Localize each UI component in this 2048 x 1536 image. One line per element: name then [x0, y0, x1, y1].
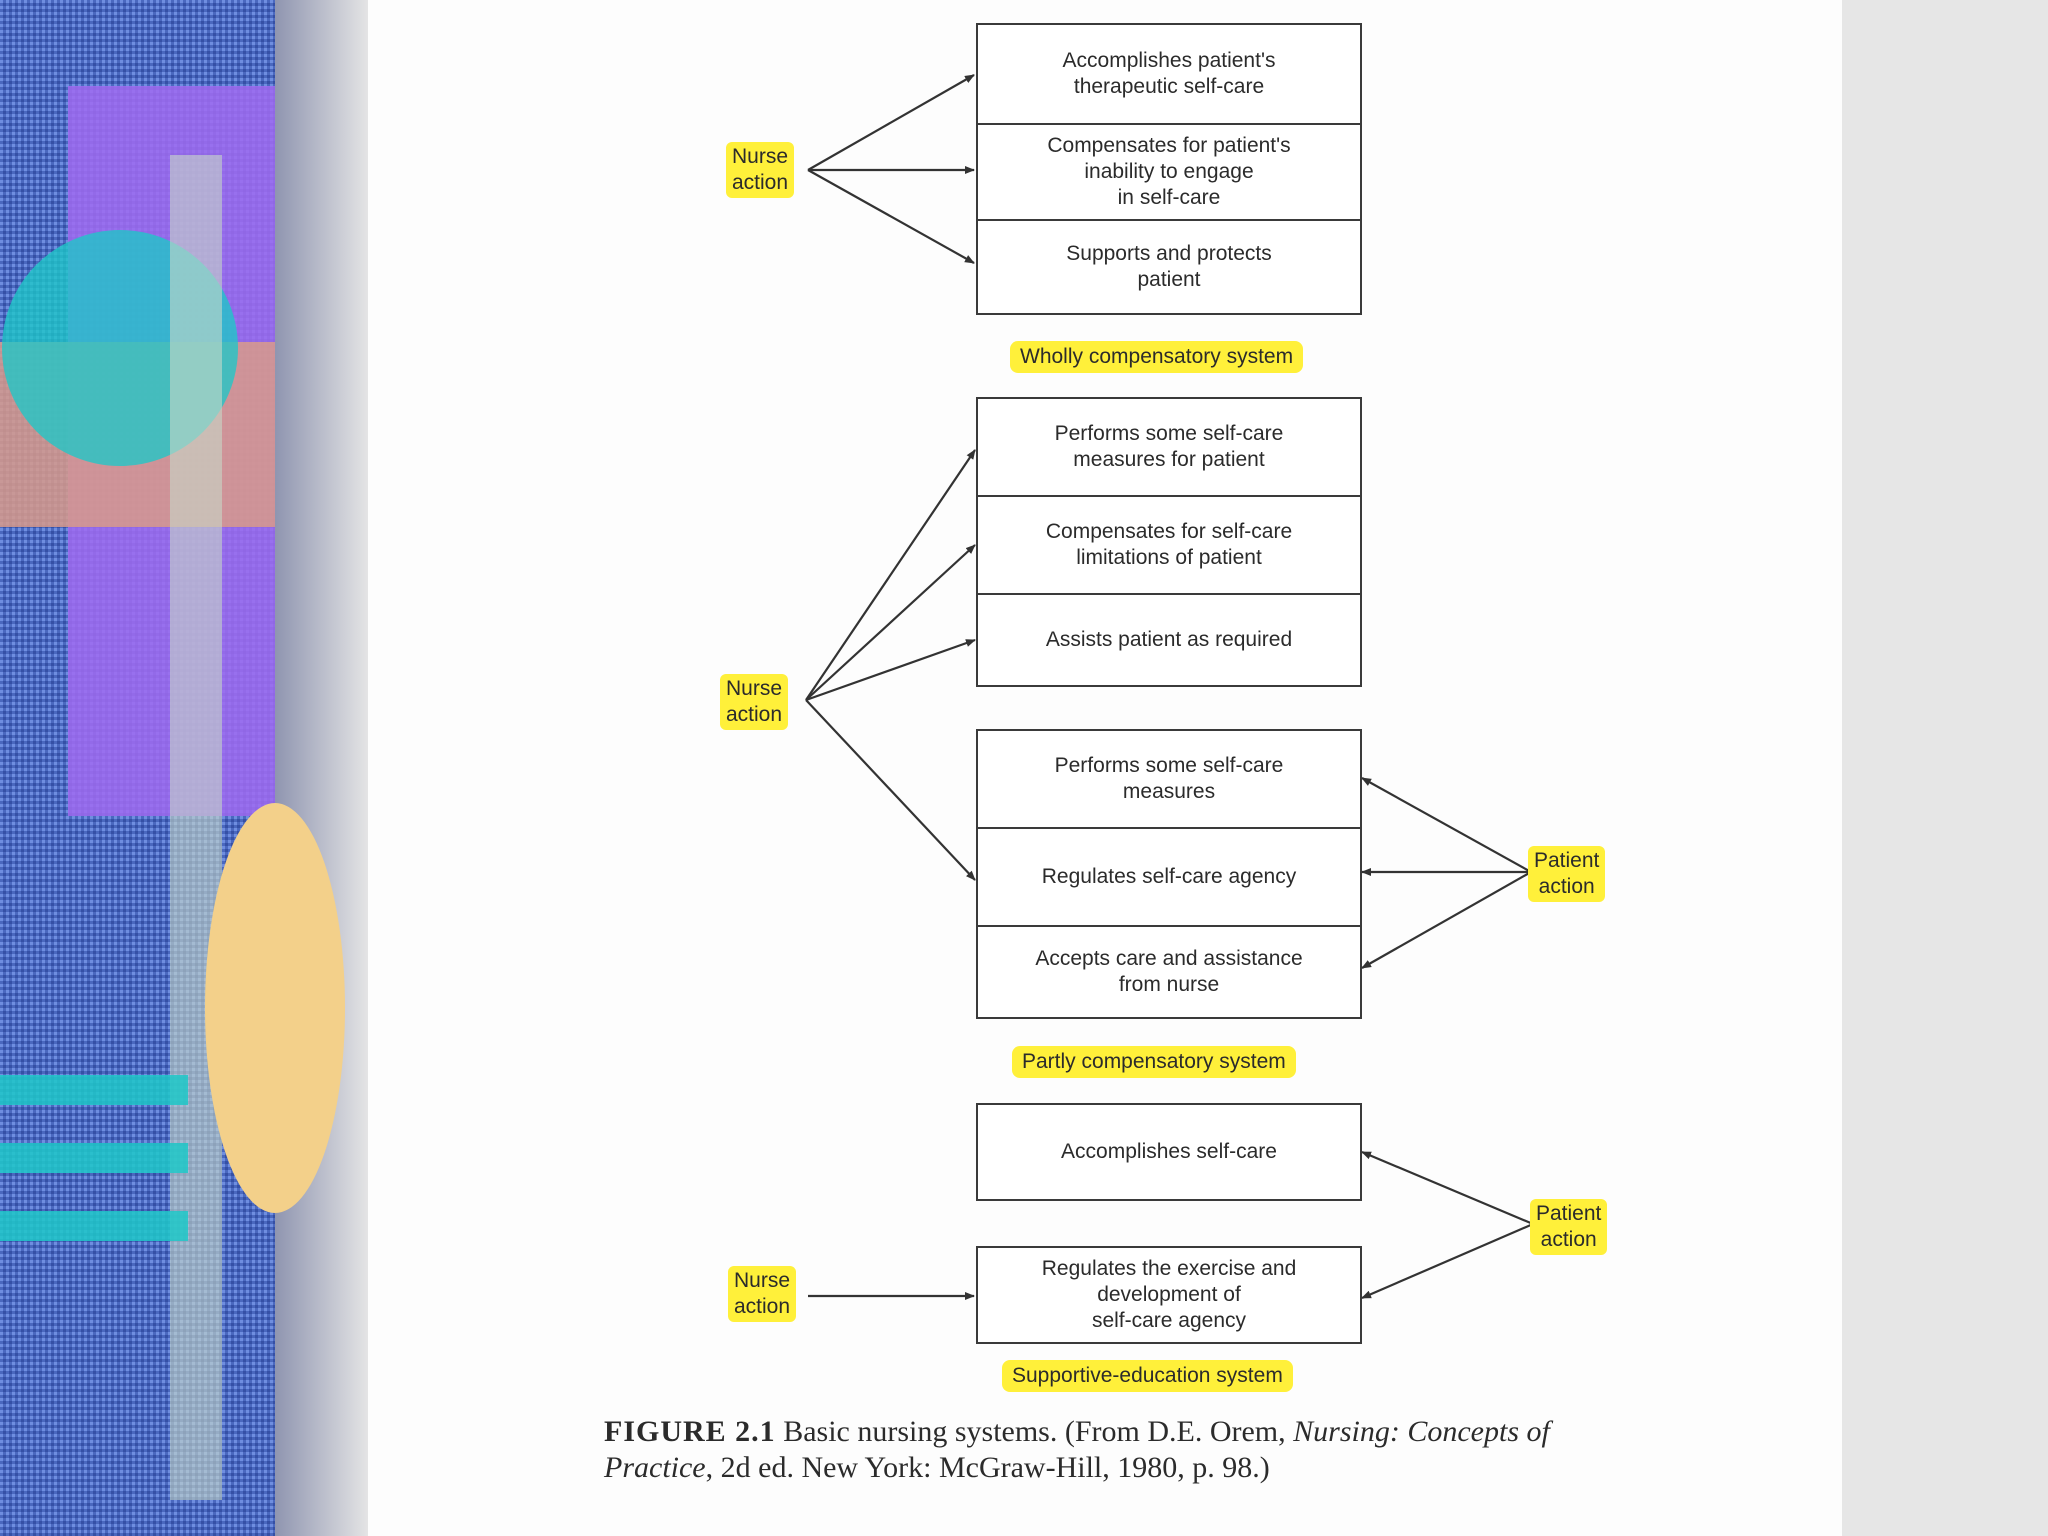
arrow-patient-to-sbox2 — [1361, 1222, 1534, 1300]
partly-patient-boxes: Performs some self-care measures Regulat… — [976, 729, 1362, 1019]
nurse-action-label-supportive: Nurse action — [728, 1266, 797, 1322]
caption-rest: , 2d ed. New York: McGraw-Hill, 1980, p.… — [705, 1451, 1270, 1484]
figure-number: FIGURE 2.1 — [604, 1415, 776, 1448]
arrow-patient-to-sbox1 — [1361, 1150, 1534, 1226]
arrow-layer — [805, 74, 1534, 1300]
arrow-nurse-to-pbox1 — [805, 449, 976, 701]
box-accepts-care: Accepts care and assistance from nurse — [978, 925, 1360, 1017]
supportive-education-label: Supportive-education system — [1002, 1360, 1293, 1392]
partly-compensatory-label: Partly compensatory system — [1012, 1046, 1296, 1078]
box-performs-some-measures: Performs some self-care measures — [1054, 754, 1284, 803]
caption-title-2: Practice — [604, 1451, 706, 1484]
arrow-patient-to-pbox6 — [1361, 871, 1532, 969]
panel-shadow — [275, 0, 370, 1536]
figure-page: Nurse action Accomplishes patient's ther… — [368, 0, 1842, 1536]
teal-bar-1 — [0, 1075, 188, 1105]
box-regulates-exercise: Regulates the exercise and development o… — [1041, 1257, 1297, 1332]
wholly-compensatory-label: Wholly compensatory system — [1010, 341, 1304, 373]
partly-nurse-boxes: Performs some self-care measures for pat… — [976, 397, 1362, 687]
arrow-nurse-to-box1 — [807, 74, 975, 171]
box-compensates-limitations: Compensates for self-care limitations of… — [978, 495, 1360, 593]
box-regulates-agency: Regulates self-care agency — [978, 827, 1360, 925]
decorative-side-panel — [0, 0, 370, 1536]
box-compensates-inability: Compensates for patient's inability to e… — [978, 123, 1360, 219]
arrow-nurse-to-pbox3 — [805, 638, 976, 702]
box-assists-patient: Assists patient as required — [978, 593, 1360, 685]
caption-title-1: Nursing: Concepts of — [1293, 1415, 1550, 1448]
nurse-action-label-wholly: Nurse action — [726, 142, 795, 198]
teal-bar-3 — [0, 1211, 188, 1241]
patient-action-label-partly: Patient action — [1528, 846, 1606, 902]
arrow-nurse-to-box3 — [807, 169, 975, 264]
vertical-stripe — [170, 155, 222, 1500]
arrow-nurse-to-pbox2 — [805, 544, 976, 701]
nurse-action-label-partly: Nurse action — [720, 674, 789, 730]
supportive-boxes-top: Accomplishes self-care — [976, 1103, 1362, 1201]
figure-caption: FIGURE 2.1 Basic nursing systems. (From … — [604, 1414, 1624, 1486]
wholly-compensatory-boxes: Accomplishes patient's therapeutic self-… — [976, 23, 1362, 315]
caption-text: Basic nursing systems. (From D.E. Orem, — [775, 1415, 1294, 1448]
box-performs-measures-for-patient: Performs some self-care measures for pat… — [1054, 422, 1284, 471]
arrow-nurse-to-pbox5 — [805, 699, 976, 881]
arrow-patient-to-pbox4 — [1361, 777, 1532, 873]
tan-half-oval — [205, 803, 345, 1213]
patient-action-label-supportive: Patient action — [1530, 1199, 1608, 1255]
box-accomplishes-self-care: Accomplishes self-care — [1061, 1140, 1277, 1163]
teal-bar-2 — [0, 1143, 188, 1173]
supportive-boxes-bottom: Regulates the exercise and development o… — [976, 1246, 1362, 1344]
box-therapeutic-self-care: Accomplishes patient's therapeutic self-… — [1062, 49, 1276, 98]
box-supports-protects: Supports and protects patient — [978, 219, 1360, 313]
